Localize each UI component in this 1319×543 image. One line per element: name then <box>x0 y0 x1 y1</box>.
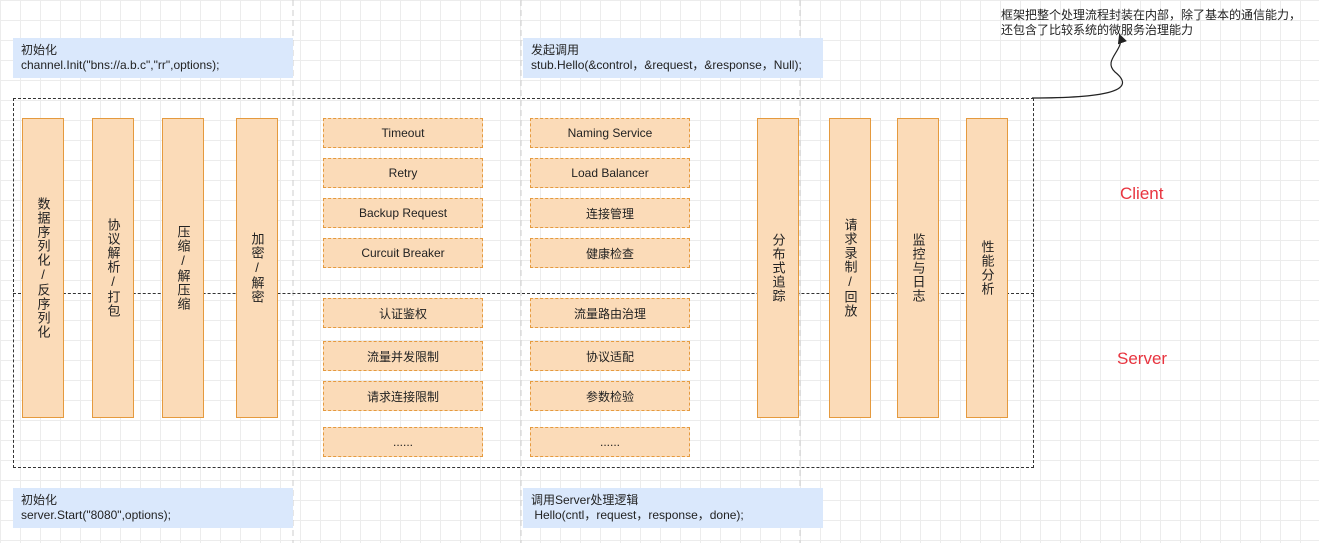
client-init-note: 初始化 channel.Init("bns://a.b.c","rr",opti… <box>13 38 293 78</box>
bar-monitoring: 监控与日志 <box>897 118 939 418</box>
server-call-code: Hello(cntl，request，response，done); <box>531 508 744 522</box>
bar-replay-label: 请求录制/回放 <box>842 218 858 318</box>
box-param-validation: 参数检验 <box>530 381 690 411</box>
bar-profiling-label: 性能分析 <box>979 240 995 296</box>
box-retry: Retry <box>323 158 483 188</box>
box-protocol-adapter: 协议适配 <box>530 341 690 371</box>
bar-tracing-label: 分布式追踪 <box>770 233 786 303</box>
server-init-note: 初始化 server.Start("8080",options); <box>13 488 293 528</box>
server-call-title: 调用Server处理逻辑 <box>531 493 639 507</box>
box-connection-management: 连接管理 <box>530 198 690 228</box>
box-traffic-routing: 流量路由治理 <box>530 298 690 328</box>
box-concurrency-limit: 流量并发限制 <box>323 341 483 371</box>
annotation-line-1: 框架把整个处理流程封装在内部，除了基本的通信能力， <box>1001 8 1302 22</box>
server-label: Server <box>1117 349 1168 368</box>
box-connection-limit: 请求连接限制 <box>323 381 483 411</box>
box-more-2: ...... <box>530 427 690 457</box>
bar-compression-label: 压缩/解压缩 <box>175 225 191 311</box>
framework-annotation: 框架把整个处理流程封装在内部，除了基本的通信能力， 还包含了比较系统的微服务治理… <box>1001 8 1301 38</box>
box-backup-request: Backup Request <box>323 198 483 228</box>
bar-protocol-label: 协议解析/打包 <box>105 218 121 318</box>
annotation-line-2: 还包含了比较系统的微服务治理能力 <box>1001 23 1194 37</box>
annotation-arrow <box>1031 33 1127 99</box>
box-load-balancer: Load Balancer <box>530 158 690 188</box>
framework-frame <box>13 98 1034 468</box>
bar-compression: 压缩/解压缩 <box>162 118 204 418</box>
bar-protocol: 协议解析/打包 <box>92 118 134 418</box>
box-more-1: ...... <box>323 427 483 457</box>
box-timeout: Timeout <box>323 118 483 148</box>
box-naming-service: Naming Service <box>530 118 690 148</box>
client-server-divider <box>13 293 1034 294</box>
bar-encryption-label: 加密/解密 <box>249 232 265 304</box>
client-call-code: stub.Hello(&control，&request，&response，N… <box>531 58 802 72</box>
box-auth: 认证鉴权 <box>323 298 483 328</box>
client-label: Client <box>1120 184 1164 203</box>
client-call-title: 发起调用 <box>531 43 580 57</box>
bar-serialization-label: 数据序列化/反序列化 <box>35 197 51 339</box>
server-call-note: 调用Server处理逻辑 Hello(cntl，request，response… <box>523 488 823 528</box>
bar-profiling: 性能分析 <box>966 118 1008 418</box>
box-health-check: 健康检查 <box>530 238 690 268</box>
bar-serialization: 数据序列化/反序列化 <box>22 118 64 418</box>
server-init-code: server.Start("8080",options); <box>21 508 171 522</box>
client-init-code: channel.Init("bns://a.b.c","rr",options)… <box>21 58 220 72</box>
bar-replay: 请求录制/回放 <box>829 118 871 418</box>
bar-monitoring-label: 监控与日志 <box>910 233 926 303</box>
client-call-note: 发起调用 stub.Hello(&control，&request，&respo… <box>523 38 823 78</box>
bar-tracing: 分布式追踪 <box>757 118 799 418</box>
server-init-title: 初始化 <box>21 493 58 507</box>
box-circuit-breaker: Curcuit Breaker <box>323 238 483 268</box>
client-init-title: 初始化 <box>21 43 58 57</box>
bar-encryption: 加密/解密 <box>236 118 278 418</box>
